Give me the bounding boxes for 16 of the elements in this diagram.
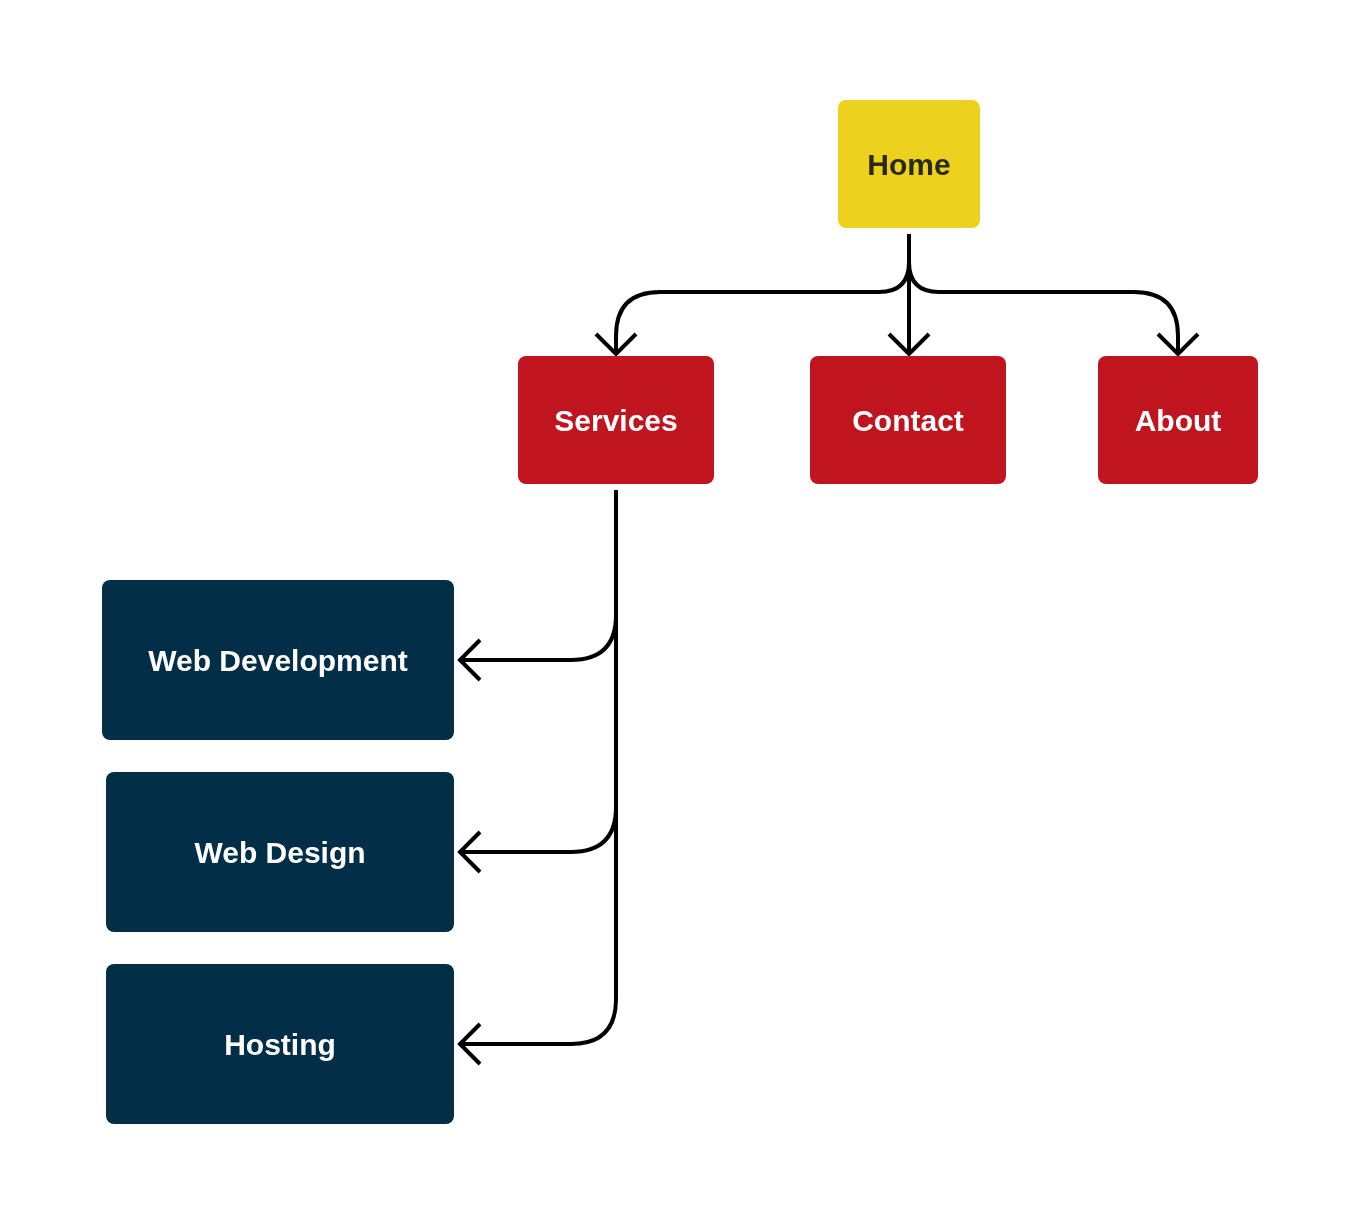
page-box [810, 356, 1006, 484]
page-title: About [1134, 402, 1222, 439]
page-box [1098, 356, 1258, 484]
arrow [458, 490, 618, 1066]
page-title: Contact [852, 402, 964, 439]
page-title: Web Design [194, 834, 366, 871]
page-box [102, 580, 454, 740]
page-title: Hosting [224, 1026, 336, 1063]
page-box [106, 964, 454, 1124]
page-box [838, 100, 980, 228]
page-box [518, 356, 714, 484]
arrow [907, 234, 1200, 356]
page-box [106, 772, 454, 932]
page-title: Web Development [148, 642, 408, 679]
page-title: Services [554, 402, 678, 439]
page-title: Home [867, 146, 951, 183]
